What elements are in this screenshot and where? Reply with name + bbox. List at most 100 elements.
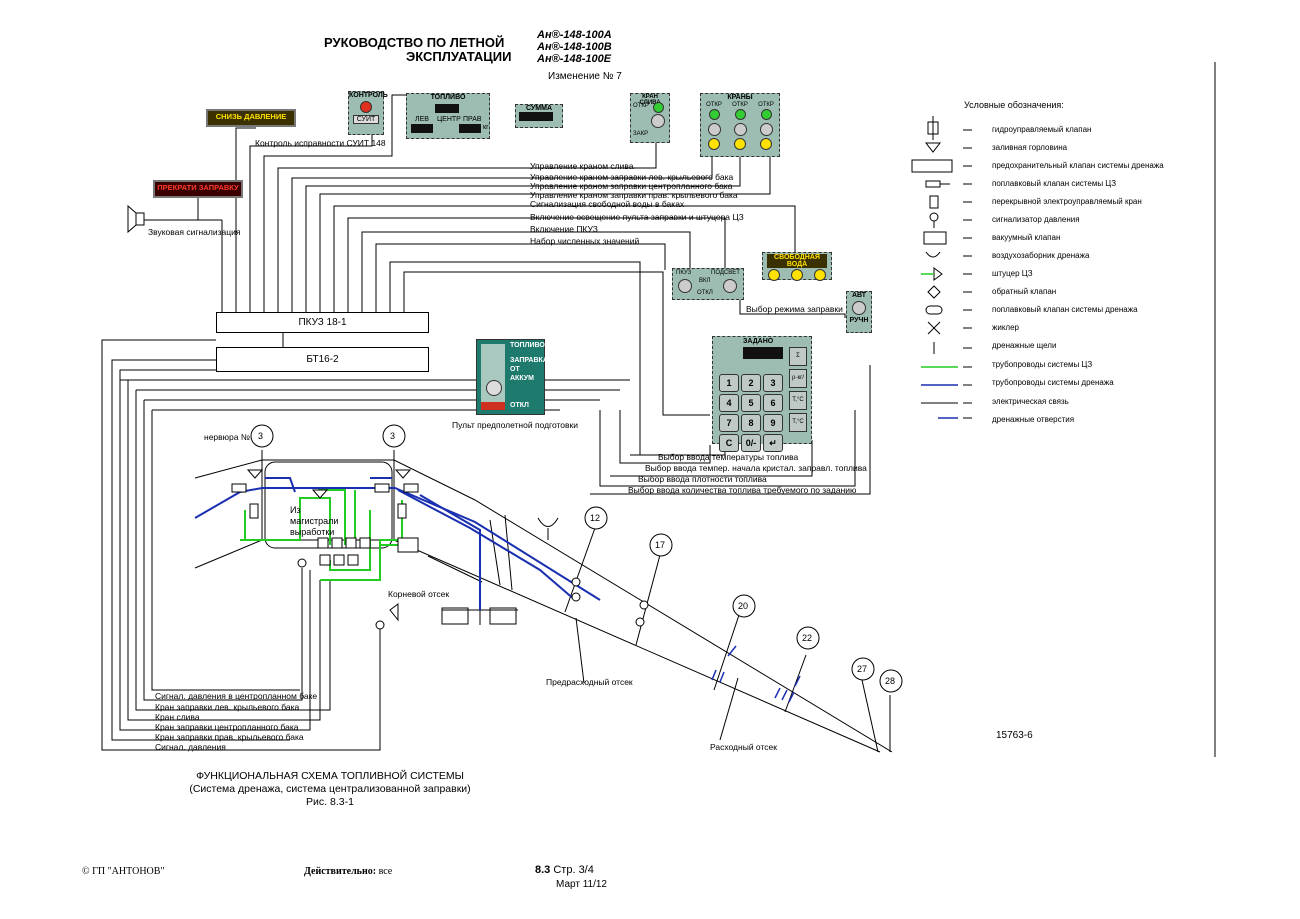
sum-panel-title: СУММА (525, 105, 553, 112)
rib-number: 3 (258, 431, 264, 441)
label-center-pressure: Сигнал. давления в центропланном баке (155, 691, 318, 701)
valve-left-open-label: ОТКР (706, 102, 722, 108)
manual-title-line2: ЭКСПЛУАТАЦИИ (406, 49, 512, 64)
legend-item-cz-fitting: штуцер ЦЗ (992, 269, 1033, 278)
keypad-key[interactable]: 6 (763, 394, 783, 412)
from-main-label: Из магистрали выработки (290, 505, 339, 537)
legend-item-blue-dash: дренажные отверстия (992, 415, 1075, 424)
control-panel-title: КОНТРОЛЬ (349, 92, 388, 99)
pre-feed-compartment-label: Предрасходный отсек (546, 677, 633, 687)
sum-panel: СУММА (515, 104, 563, 128)
legend-item-hydraulic-valve: гидроуправляемый клапан (992, 125, 1092, 134)
keypad-key[interactable]: 7 (719, 414, 739, 432)
feed-compartment-label: Расходный отсек (710, 742, 777, 752)
keypad-key[interactable]: ↵ (763, 434, 783, 452)
valve-left-switch[interactable] (707, 123, 721, 136)
figure-caption: ФУНКЦИОНАЛЬНАЯ СХЕМА ТОПЛИВНОЙ СИСТЕМЫ (… (130, 770, 530, 809)
keypad-display (743, 347, 783, 359)
keypad-key[interactable]: 1 (719, 374, 739, 392)
switch-off-label: ОТКЛ (697, 290, 713, 296)
free-water-lamp-1-icon (768, 269, 781, 281)
keypad-key[interactable]: 9 (763, 414, 783, 432)
refuel-mode-toggle[interactable] (852, 301, 866, 315)
keypad-key[interactable]: 5 (741, 394, 761, 412)
preflight-red-marker (481, 402, 505, 410)
page-ref: 8.3 Стр. 3/4 (535, 864, 594, 876)
rib-number: 3 (390, 431, 396, 441)
light-switch-label: ПОДСВЕТ (711, 270, 740, 276)
pkuz-toggle[interactable] (678, 279, 692, 293)
root-compartment-label: Корневой отсек (388, 589, 450, 599)
valve-center-switch[interactable] (733, 123, 747, 136)
label-lighting-on: Включение освещение пульта заправки и шт… (530, 212, 744, 222)
valve-right-open-label: ОТКР (758, 102, 774, 108)
keypad-key[interactable]: 3 (763, 374, 783, 392)
drain-valve-panel: КРАН СЛИВА ОТКР ЗАКР (630, 93, 670, 143)
light-toggle[interactable] (723, 279, 737, 293)
label-refuel-mode: Выбор режима заправки (746, 304, 843, 314)
preflight-off-label: ОТКЛ (510, 402, 529, 409)
fuel-panel-title: ТОПЛИВО (430, 94, 466, 101)
left-fuel-display (411, 124, 433, 133)
label-center-tank-valve: Кран заправки центропланного бака (155, 722, 299, 732)
pkuz-light-panel: ПКУЗ ПОДСВЕТ ВКЛ ОТКЛ (672, 268, 744, 300)
valve-right-yellow-lamp-icon (760, 138, 772, 150)
validity-label: Действительно: (304, 866, 377, 877)
control-panel: КОНТРОЛЬ СУИТ (348, 91, 388, 135)
fuel-right-label: ПРАВ (463, 116, 482, 123)
valve-center-yellow-lamp-icon (734, 138, 746, 150)
keypad-side-key[interactable]: ρ·кг/м (789, 369, 807, 388)
valve-center-green-lamp-icon (734, 109, 746, 120)
drain-valve-switch[interactable] (651, 114, 665, 128)
label-suit-check: Контроль исправности СУИТ 148 (255, 138, 386, 148)
rib-number: 28 (885, 676, 896, 686)
valve-left-green-lamp-icon (708, 109, 720, 120)
keypad-key[interactable]: 2 (741, 374, 761, 392)
drain-open-lamp-icon (653, 102, 664, 113)
preflight-switch[interactable] (486, 380, 502, 396)
keypad-side-key[interactable]: Σ (789, 347, 807, 366)
preflight-accum-label: ЗАПРАВКА ОТ АККУМ (510, 357, 548, 382)
valve-right-switch[interactable] (759, 123, 773, 136)
label-crystal-temp-select: Выбор ввода темпер. начала кристал. запр… (645, 463, 867, 473)
rib-number: 17 (655, 540, 666, 550)
control-lamp-icon (360, 101, 372, 113)
center-fuel-display (435, 104, 459, 113)
model-b: Ан®-148-100В (537, 41, 612, 53)
section-number: 8.3 (535, 864, 551, 876)
fuel-left-label: ЛЕВ (415, 116, 429, 123)
legend-item-blue-line: трубопроводы системы дренажа (992, 378, 1114, 387)
valve-right-green-lamp-icon (760, 109, 772, 120)
keypad-key[interactable]: 4 (719, 394, 739, 412)
preflight-caption: Пульт предполетной подготовки (452, 420, 579, 430)
keypad-title: ЗАДАНО (743, 338, 774, 345)
keypad-key[interactable]: 0/- (741, 434, 761, 452)
legend-item-check-valve: обратный клапан (992, 287, 1057, 296)
keypad-side-key[interactable]: T,°C (789, 413, 807, 432)
pkuz-switch-label: ПКУЗ (676, 270, 692, 276)
label-pkuz-on: Включение ПКУЗ (530, 224, 598, 234)
rib-number: 12 (590, 513, 601, 523)
valve-left-yellow-lamp-icon (708, 138, 720, 150)
keypad-side-key[interactable]: T,°C (789, 391, 807, 410)
legend-item-black-line: электрическая связь (992, 396, 1069, 406)
refuel-mode-panel: АВТ РУЧН (846, 291, 872, 333)
preflight-fuel-label: ТОПЛИВО (510, 342, 545, 349)
label-right-wing-valve-control: Управление краном заправки прав. крыльев… (530, 190, 738, 200)
label-drain-valve-control: Управление краном слива (530, 161, 634, 171)
free-water-title: СВОБОДНАЯ ВОДА (767, 254, 827, 268)
free-water-panel: СВОБОДНАЯ ВОДА (762, 252, 832, 281)
stop-refuel-lamp: ПРЕКРАТИ ЗАПРАВКУ (153, 180, 243, 198)
valve-center-open-label: ОТКР (732, 102, 748, 108)
suit-button[interactable]: СУИТ (353, 115, 379, 124)
keypad-key[interactable]: C (719, 434, 739, 452)
bt-unit: БТ16-2 (216, 347, 429, 372)
keypad-key[interactable]: 8 (741, 414, 761, 432)
mode-auto-label: АВТ (851, 292, 867, 299)
figure-code: 15763-6 (996, 730, 1033, 741)
label-free-water-signal: Сигнализация свободной воды в баках (530, 199, 685, 209)
legend-title: Условные обозначения: (964, 100, 1064, 110)
